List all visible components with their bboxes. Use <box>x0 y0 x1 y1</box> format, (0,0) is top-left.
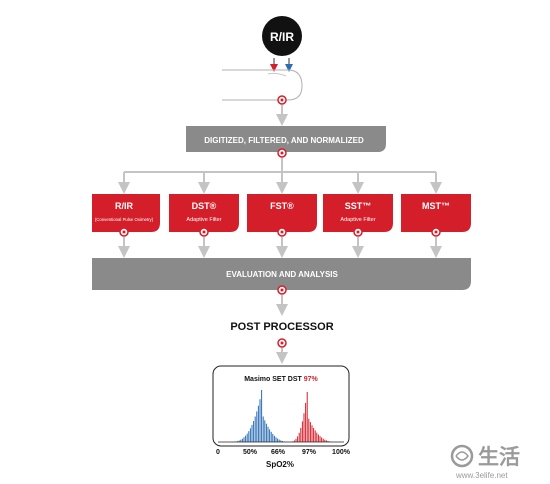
stage-digitized-label: DIGITIZED, FILTERED, AND NORMALIZED <box>204 136 364 145</box>
watermark-site: www.3elife.net <box>455 471 508 480</box>
algorithm-title: SST™ <box>345 201 372 211</box>
sensor-label: R/IR <box>270 30 294 44</box>
x-axis-label: SpO2% <box>266 460 294 469</box>
algorithm-title: DST® <box>192 201 217 211</box>
algorithm-title: FST® <box>270 201 294 211</box>
stage-evaluation-box: EVALUATION AND ANALYSIS <box>92 258 471 316</box>
histogram-title: Masimo SET DST 97% <box>244 376 318 383</box>
x-tick: 0 <box>216 449 220 456</box>
watermark-brand: 生活 <box>478 445 520 469</box>
algorithm-box-dst: DST® Adaptive Filter <box>169 194 239 237</box>
stage-evaluation-label: EVALUATION AND ANALYSIS <box>226 270 338 279</box>
algorithm-box-sst: SST™ Adaptive Filter <box>323 194 393 237</box>
x-tick: 97% <box>302 449 317 456</box>
algorithm-title: R/IR <box>115 201 134 211</box>
post-processor-label: POST PROCESSOR <box>230 321 333 333</box>
evaluation-connectors <box>118 237 442 258</box>
watermark-logo-icon <box>450 444 474 468</box>
sensor-node: R/IR <box>262 16 302 56</box>
algorithm-subtitle: (Conventional Pulse Oximetry) <box>95 217 154 222</box>
branch-connectors <box>118 158 442 194</box>
x-tick: 100% <box>332 449 351 456</box>
algorithm-box-mst: MST™ <box>401 194 471 237</box>
algorithm-box-fst: FST® <box>247 194 317 237</box>
x-tick: 50% <box>243 449 258 456</box>
finger-icon <box>222 69 303 101</box>
watermark: 生活 www.3elife.net <box>450 444 520 480</box>
histogram-bars <box>232 390 334 442</box>
histogram-title-prefix: Masimo SET DST <box>244 376 302 383</box>
sensor-circle <box>262 16 302 56</box>
histogram-panel: Masimo SET DST 97% <box>212 365 350 447</box>
led-emitters-icon <box>270 58 293 72</box>
connector-finger <box>276 95 288 126</box>
connector-post <box>276 338 288 364</box>
histogram-axis: 0 50% 66% 97% 100% SpO2% <box>216 449 351 469</box>
algorithm-subtitle: Adaptive Filter <box>186 217 221 223</box>
x-tick: 66% <box>271 449 286 456</box>
infrared-led-icon <box>285 64 293 72</box>
red-led-icon <box>270 64 278 72</box>
algorithm-title: MST™ <box>422 201 450 211</box>
stage-digitized-box: DIGITIZED, FILTERED, AND NORMALIZED <box>186 126 386 158</box>
histogram-title-value: 97% <box>304 376 319 383</box>
algorithm-subtitle: Adaptive Filter <box>340 217 375 223</box>
algorithm-box-rir: R/IR (Conventional Pulse Oximetry) <box>92 194 160 237</box>
